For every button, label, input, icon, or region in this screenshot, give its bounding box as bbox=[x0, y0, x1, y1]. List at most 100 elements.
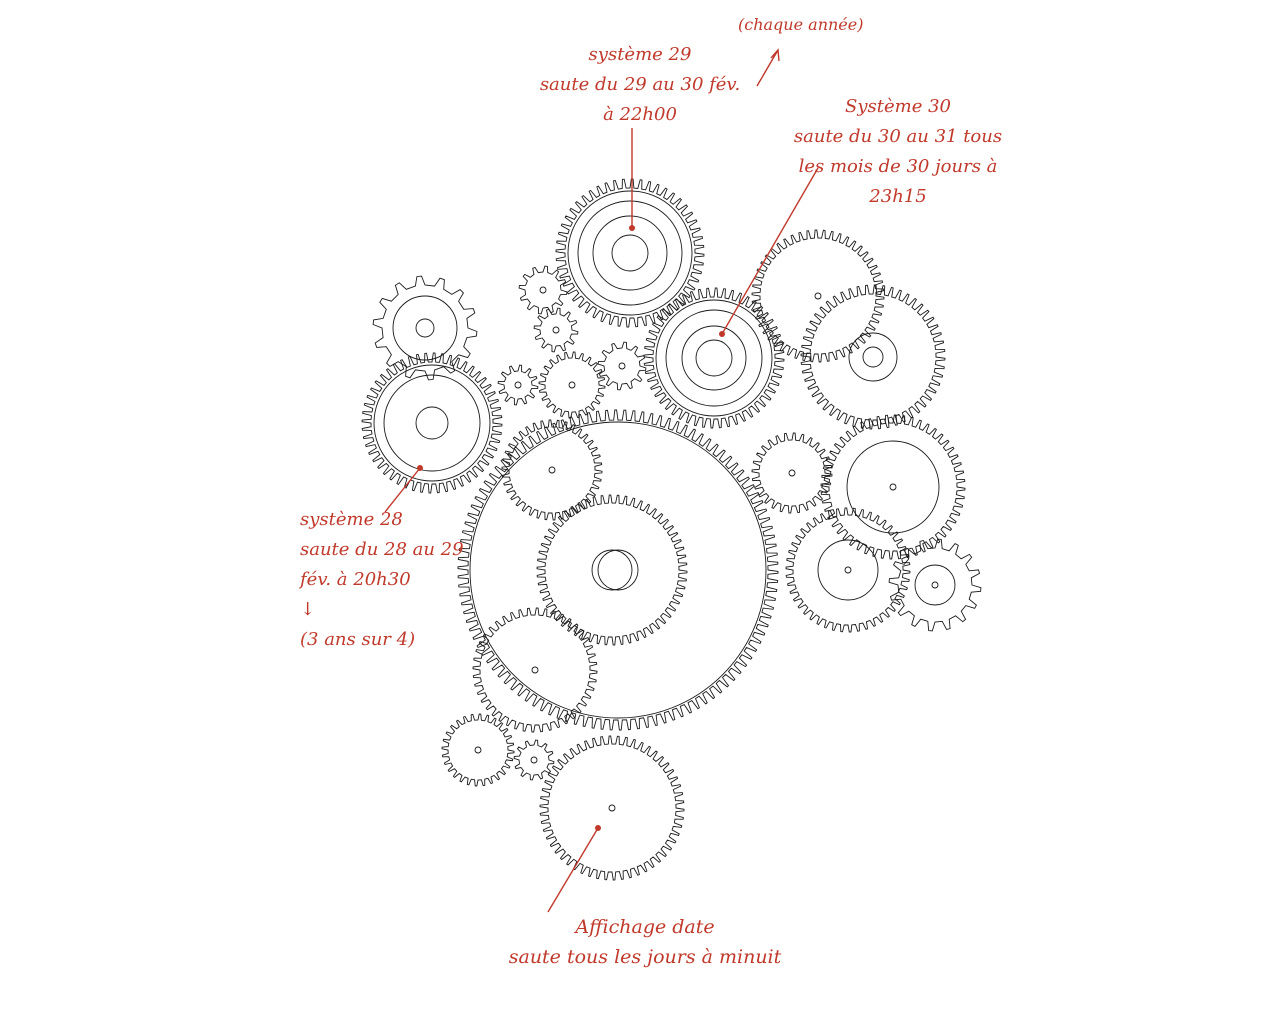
gear-teeth-outline bbox=[751, 432, 833, 514]
annotation-line: à 22h00 bbox=[603, 104, 677, 125]
annotation-line: Affichage date bbox=[575, 916, 715, 938]
gear-layer bbox=[361, 178, 982, 881]
annotation-line: système 28 bbox=[300, 509, 403, 530]
gear-teeth-outline bbox=[372, 275, 478, 381]
leader-dot bbox=[417, 465, 423, 471]
annotation-line: saute du 30 au 31 tous bbox=[793, 126, 1003, 147]
gear-hub bbox=[618, 362, 626, 370]
right-star-wheel bbox=[785, 507, 911, 633]
right-upper-wheel bbox=[751, 229, 885, 363]
gear-hub bbox=[931, 581, 939, 589]
gear-teeth-outline bbox=[538, 351, 606, 419]
systeme-30-wheel bbox=[643, 287, 785, 429]
gear-teeth-outline bbox=[457, 409, 779, 731]
gear-hub bbox=[608, 804, 616, 812]
small-pinion-c bbox=[497, 364, 539, 406]
gear-ring bbox=[577, 200, 683, 306]
gear-hub bbox=[415, 406, 449, 440]
gear-hub bbox=[568, 381, 576, 389]
annotation-line: fév. à 20h30 bbox=[300, 569, 411, 590]
gear-ring bbox=[665, 309, 763, 407]
annotation-line: 23h15 bbox=[869, 186, 927, 207]
annotation-systeme-29: système 29 saute du 29 au 30 fév. à 22h0… bbox=[510, 40, 770, 130]
gear-hub bbox=[474, 746, 482, 754]
gear-teeth-outline bbox=[597, 341, 647, 391]
gear-hub bbox=[862, 346, 884, 368]
gear-ring bbox=[373, 364, 491, 482]
bottom-left-wheel bbox=[441, 713, 515, 787]
right-small-wheel bbox=[751, 432, 833, 514]
gear-teeth-outline bbox=[533, 307, 579, 353]
annotation-line: système 29 bbox=[588, 44, 692, 65]
gear-ring bbox=[383, 374, 481, 472]
gear-hub bbox=[552, 326, 560, 334]
annotation-systeme-28: système 28 saute du 28 au 29 fév. à 20h3… bbox=[300, 505, 464, 655]
annotation-line: (3 ans sur 4) bbox=[300, 629, 416, 650]
systeme-28-wheel bbox=[361, 352, 503, 494]
gear-hub bbox=[695, 339, 733, 377]
gear-hub bbox=[530, 756, 538, 764]
gear-teeth-outline bbox=[751, 229, 885, 363]
gear-hub bbox=[889, 483, 897, 491]
leader-systeme-30 bbox=[721, 167, 819, 335]
gear-ring bbox=[392, 295, 458, 361]
gear-ring bbox=[592, 215, 668, 291]
systeme-29-wheel bbox=[555, 178, 705, 328]
gear-hub bbox=[415, 318, 435, 338]
lower-left-inner-wheel bbox=[472, 607, 598, 733]
gear-hub bbox=[548, 466, 556, 474]
gear-ring bbox=[848, 332, 898, 382]
annotation-line: ↓ bbox=[300, 599, 316, 620]
gear-teeth-outline bbox=[497, 364, 539, 406]
annotation-chaque-annee: (chaque année) bbox=[738, 10, 863, 40]
gear-ring bbox=[655, 299, 773, 417]
annotation-affichage-date: Affichage date saute tous les jours à mi… bbox=[468, 912, 822, 972]
gear-hub bbox=[591, 549, 633, 591]
gear-teeth-outline bbox=[785, 507, 911, 633]
leader-lines bbox=[384, 48, 819, 913]
right-lower-wheel bbox=[820, 414, 966, 560]
gear-teeth-outline bbox=[888, 538, 982, 632]
gear-ring bbox=[681, 325, 747, 391]
gear-hub bbox=[597, 549, 639, 591]
gear-hub bbox=[539, 286, 547, 294]
gear-teeth-outline bbox=[441, 713, 515, 787]
gear-hub bbox=[814, 292, 822, 300]
annotation-line: Système 30 bbox=[845, 96, 951, 117]
gear-teeth-outline bbox=[820, 414, 966, 560]
leader-affichage-date bbox=[547, 827, 599, 913]
gear-teeth-outline bbox=[643, 287, 785, 429]
annotation-line: saute du 29 au 30 fév. bbox=[539, 74, 741, 95]
gear-hub bbox=[611, 234, 649, 272]
gear-hub bbox=[514, 381, 522, 389]
annotation-line: saute du 28 au 29 bbox=[300, 539, 464, 560]
leader-dot bbox=[595, 825, 601, 831]
gear-teeth-outline bbox=[501, 419, 603, 521]
leader-dot bbox=[629, 225, 635, 231]
leader-dot bbox=[719, 331, 725, 337]
gear-hub bbox=[788, 469, 796, 477]
gear-ring bbox=[846, 440, 940, 534]
gear-teeth-outline bbox=[539, 735, 685, 881]
leader-chaque-annee bbox=[756, 48, 780, 87]
gear-teeth-outline bbox=[513, 739, 555, 781]
gear-hub bbox=[531, 666, 539, 674]
small-pinion-a bbox=[518, 265, 568, 315]
center-inner-wheel bbox=[536, 494, 688, 646]
gear-teeth-outline bbox=[536, 494, 688, 646]
main-wheel bbox=[457, 409, 779, 731]
top-left-pinion bbox=[372, 275, 478, 381]
right-middle-wheel bbox=[800, 284, 946, 430]
small-pinion-b bbox=[533, 307, 579, 353]
annotation-line: les mois de 30 jours à bbox=[798, 156, 998, 177]
gear-teeth-outline bbox=[472, 607, 598, 733]
gear-hub bbox=[844, 566, 852, 574]
gear-teeth-outline bbox=[518, 265, 568, 315]
gear-ring bbox=[567, 190, 693, 316]
gear-ring bbox=[469, 421, 767, 719]
date-wheel bbox=[539, 735, 685, 881]
small-wheel-d bbox=[538, 351, 606, 419]
gear-teeth-outline bbox=[800, 284, 946, 430]
